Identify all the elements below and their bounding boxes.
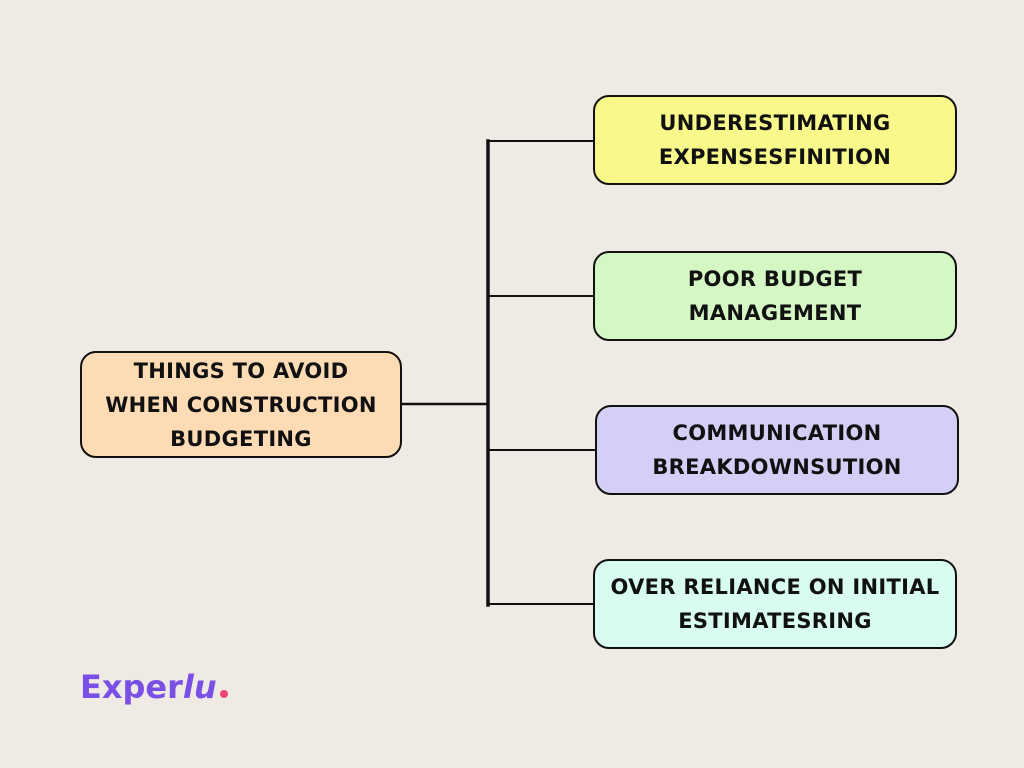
logo-dot-icon [219, 690, 228, 698]
branch-node-label: UNDERESTIMATING EXPENSESFINITION [658, 111, 892, 169]
branch-node-communication-breakdown: COMMUNICATION BREAKDOWNSUTION [595, 405, 959, 495]
branch-node-label: POOR BUDGET MANAGEMENT [687, 267, 863, 325]
branch-node-poor-budget-management: POOR BUDGET MANAGEMENT [593, 251, 957, 341]
root-node: THINGS TO AVOID WHEN CONSTRUCTION BUDGET… [80, 351, 402, 458]
branch-node-underestimating-expenses: UNDERESTIMATING EXPENSESFINITION [593, 95, 957, 185]
branch-node-over-reliance: OVER RELIANCE ON INITIAL ESTIMATESRING [593, 559, 957, 649]
root-node-label: THINGS TO AVOID WHEN CONSTRUCTION BUDGET… [105, 358, 377, 451]
logo-text-part1: Exper [80, 668, 183, 706]
logo-text-part2: lu [182, 668, 217, 706]
branch-node-label: OVER RELIANCE ON INITIAL ESTIMATESRING [610, 575, 940, 633]
branch-node-label: COMMUNICATION BREAKDOWNSUTION [652, 421, 902, 479]
